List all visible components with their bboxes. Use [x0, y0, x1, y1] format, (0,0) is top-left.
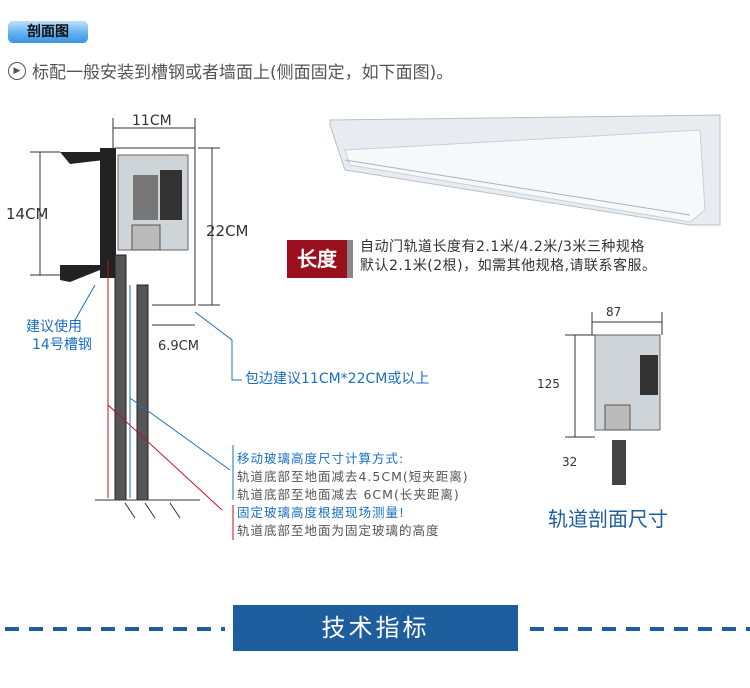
length-tag: 长度: [287, 240, 353, 278]
rail-image: [329, 114, 721, 226]
section-caption: 轨道剖面尺寸: [548, 507, 668, 531]
footer-title: 技术指标: [233, 605, 518, 651]
section-height: 125: [537, 377, 560, 391]
dim-11cm: 11CM: [132, 113, 172, 129]
moving-title: 移动玻璃高度尺寸计算方式:: [237, 451, 405, 466]
glass-fixed: [114, 254, 127, 501]
dim-6-9cm: 6.9CM: [158, 339, 199, 354]
wrap-note: 包边建议11CM*22CM或以上: [245, 371, 430, 387]
channel-label-2: 14号槽钢: [32, 337, 92, 353]
glass-moving: [136, 284, 149, 501]
length-line-2: 默认2.1米(2根)，如需其他规格,请联系客服。: [360, 258, 657, 274]
moving-glass-notes: 移动玻璃高度尺寸计算方式: 轨道底部至地面减去4.5CM(短夹距离) 轨道底部至…: [237, 450, 469, 540]
fixed-title: 固定玻璃高度根据现场测量!: [237, 505, 406, 520]
intro-line: ▶ 标配一般安装到槽钢或者墙面上(侧面固定，如下面图)。: [8, 58, 453, 83]
section-badge: 剖面图: [8, 21, 88, 43]
section-diagram: [565, 312, 663, 485]
moving-line-2: 轨道底部至地面减去 6CM(长夹距离): [237, 487, 460, 502]
length-line-1: 自动门轨道长度有2.1米/4.2米/3米三种规格: [360, 239, 645, 255]
intro-text: 标配一般安装到槽钢或者墙面上(侧面固定，如下面图)。: [32, 63, 454, 83]
dim-14cm: 14CM: [6, 205, 49, 223]
divider-right: [530, 627, 750, 631]
channel-steel: [60, 148, 116, 282]
divider-left: [5, 627, 225, 631]
section-bottom: 32: [562, 455, 578, 469]
moving-line-1: 轨道底部至地面减去4.5CM(短夹距离): [237, 469, 469, 484]
play-circle-icon: ▶: [8, 61, 26, 80]
length-text: 自动门轨道长度有2.1米/4.2米/3米三种规格 默认2.1米(2根)，如需其他…: [360, 238, 657, 276]
channel-label-1: 建议使用: [26, 319, 82, 335]
section-width: 87: [606, 305, 622, 319]
dim-22cm: 22CM: [206, 222, 249, 240]
fixed-line-1: 轨道底部至地面为固定玻璃的高度: [237, 523, 440, 538]
